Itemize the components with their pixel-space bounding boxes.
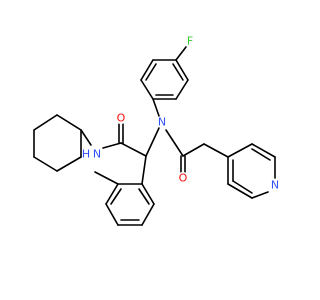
bond	[251, 143, 276, 158]
bond	[120, 142, 147, 157]
bond	[182, 143, 205, 157]
fluorine-atom: F	[184, 35, 196, 48]
label-background	[177, 172, 189, 184]
bond	[102, 142, 122, 149]
bond	[141, 203, 155, 226]
bond	[175, 46, 187, 61]
atom-labels: F N O N H O N	[82, 35, 281, 192]
atom-label-amide-oxygen: O	[117, 112, 126, 125]
bond	[251, 148, 271, 161]
bond	[33, 156, 58, 172]
bonds	[33, 46, 276, 226]
bond	[56, 156, 82, 172]
atom-label-fluorine: F	[187, 35, 193, 48]
bond	[140, 79, 154, 100]
label-background	[184, 35, 196, 47]
bond	[172, 63, 184, 81]
bond	[145, 127, 160, 157]
amide-oxygen: O	[115, 112, 127, 125]
pyridine-nitrogen: N	[269, 179, 281, 192]
label-background	[269, 179, 281, 191]
bond	[175, 79, 189, 100]
acyl-oxygen: O	[177, 172, 189, 185]
bond	[80, 129, 92, 146]
bond	[141, 155, 147, 185]
bond	[232, 180, 253, 194]
bond	[56, 114, 82, 131]
bond	[140, 59, 154, 81]
bond	[141, 183, 155, 205]
bond	[94, 171, 119, 185]
bond	[203, 143, 229, 158]
bond	[33, 114, 58, 131]
atom-label-pyridine-nitrogen: N	[271, 179, 279, 192]
atom-label-amide-nitrogen: N	[158, 116, 166, 129]
bond	[138, 188, 150, 205]
bond	[110, 188, 122, 205]
bond	[105, 183, 119, 205]
bond	[105, 203, 119, 226]
bond	[251, 191, 269, 199]
bond	[175, 59, 189, 81]
bond	[152, 98, 160, 117]
secondary-amide-nitrogen: N H	[82, 148, 103, 161]
chemical-structure-drawing: F N O N H O N	[33, 35, 281, 226]
atom-label-nh-hydrogen: H	[82, 148, 90, 161]
label-background	[156, 116, 168, 128]
label-background	[91, 148, 103, 160]
bond	[165, 129, 184, 157]
bond	[145, 63, 157, 81]
label-background	[115, 112, 127, 124]
tertiary-amide-nitrogen: N	[156, 116, 168, 129]
atom-label-acyl-oxygen: O	[179, 172, 188, 185]
bond	[227, 183, 253, 199]
structure-canvas: F N O N H O N	[33, 34, 281, 226]
atom-label-nh-nitrogen: N	[93, 148, 101, 161]
bond	[227, 143, 253, 158]
